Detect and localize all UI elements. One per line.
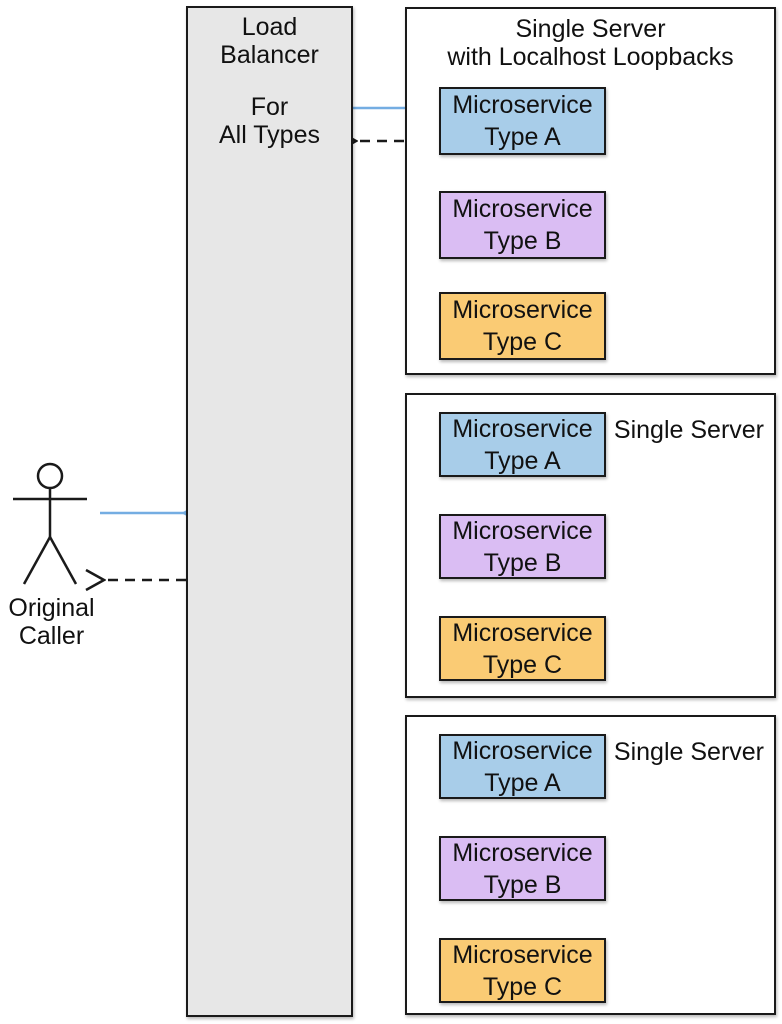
load-balancer-box: Load Balancer For All Types [186, 6, 353, 1017]
server2-microservice-type-b-box: Microservice Type B [439, 514, 606, 579]
server1-microservice-type-a-box: Microservice Type A [439, 87, 606, 155]
load-balancer-subtitle: For All Types [219, 93, 320, 149]
server3-microservice-type-a-box: Microservice Type A [439, 734, 606, 799]
server-3-box: Single Server Microservice Type A Micros… [405, 715, 776, 1015]
server1-microservice-type-b-box: Microservice Type B [439, 191, 606, 259]
stick-figure-icon [13, 462, 87, 585]
server3-microservice-type-c-box: Microservice Type C [439, 938, 606, 1003]
server3-microservice-type-b-box: Microservice Type B [439, 836, 606, 901]
load-balancer-title: Load Balancer [220, 13, 319, 69]
server1-microservice-type-c-box: Microservice Type C [439, 292, 606, 360]
server2-microservice-type-c-box: Microservice Type C [439, 616, 606, 681]
server2-microservice-type-a-box: Microservice Type A [439, 412, 606, 477]
server-2-box: Single Server Microservice Type A Micros… [405, 393, 776, 698]
server-3-title: Single Server [613, 738, 764, 766]
server-2-title: Single Server [613, 416, 764, 444]
caller-label: Original Caller [8, 594, 95, 650]
server-loopback-box: Single Server with Localhost Loopbacks M… [405, 7, 776, 375]
server-loopback-title: Single Server with Localhost Loopbacks [447, 15, 734, 71]
